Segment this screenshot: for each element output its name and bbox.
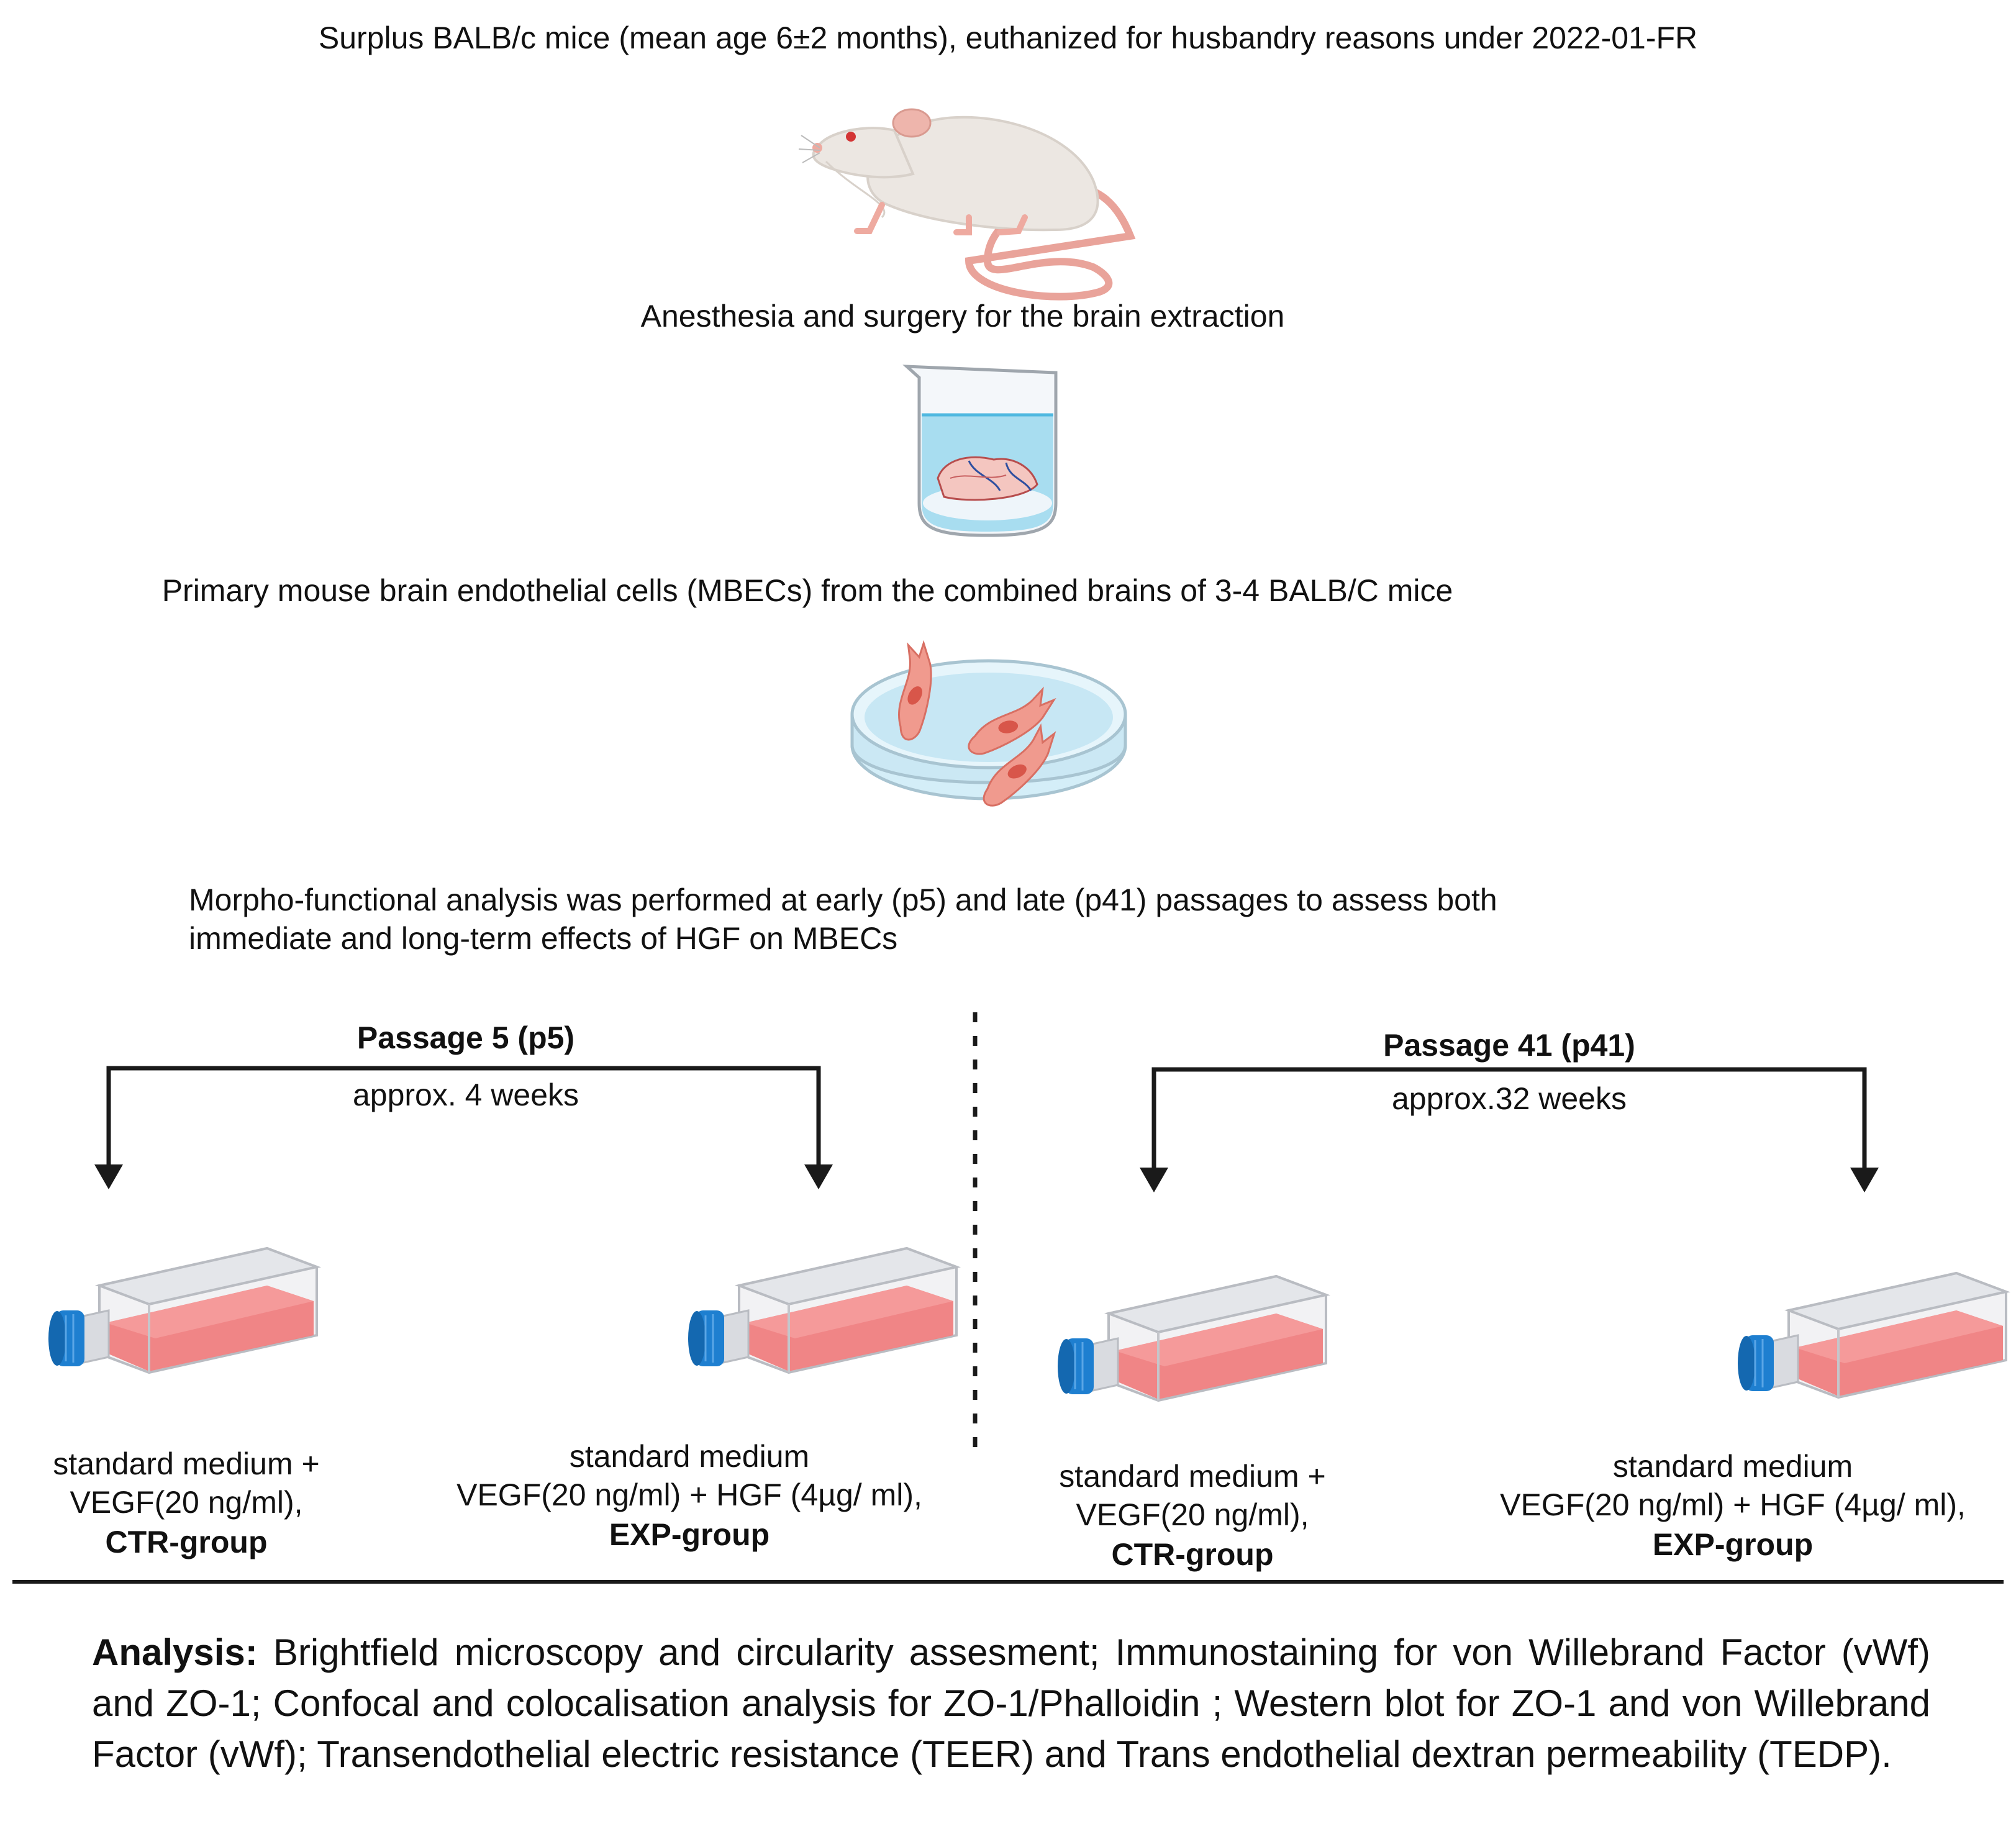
analysis-heading: Analysis: (92, 1631, 258, 1673)
beaker-brain-icon (902, 365, 1058, 537)
step-surgery: Anesthesia and surgery for the brain ext… (640, 299, 1285, 334)
branch-p5-bracket (106, 1066, 821, 1168)
step-analysis-line1: Morpho-functional analysis was performed… (189, 883, 1497, 917)
analysis-body: Brightfield microscopy and circularity a… (92, 1631, 1930, 1775)
branch-p5-title: Passage 5 (p5) (356, 1020, 575, 1055)
group-label: EXP-group (1652, 1527, 1814, 1562)
group-line2: VEGF(20 ng/ml), (1076, 1497, 1309, 1532)
branch-p41-bracket (1151, 1067, 1867, 1171)
group-line2: VEGF(20 ng/ml) + HGF (4µg/ ml), (1500, 1487, 1966, 1522)
arrow-down-icon (94, 1164, 123, 1189)
culture-flask-icon (1737, 1272, 2007, 1399)
culture-flask-icon (687, 1247, 958, 1374)
group-line1: standard medium (569, 1439, 810, 1474)
petri-dish-icon (850, 636, 1127, 810)
culture-flask-icon (1056, 1275, 1327, 1402)
group-label: CTR-group (105, 1525, 268, 1559)
step-cells: Primary mouse brain endothelial cells (M… (161, 573, 1453, 608)
group-line1: standard medium + (53, 1446, 320, 1481)
arrow-down-icon (1140, 1168, 1168, 1192)
arrow-down-icon (804, 1164, 833, 1189)
group-label: EXP-group (609, 1517, 770, 1552)
culture-flask-icon (47, 1247, 318, 1374)
group-line2: VEGF(20 ng/ml), (70, 1485, 303, 1520)
arrow-down-icon (1850, 1168, 1879, 1192)
branch-p41-title: Passage 41 (p41) (1383, 1028, 1635, 1063)
step-source: Surplus BALB/c mice (mean age 6±2 months… (318, 20, 1698, 55)
mouse-icon (798, 108, 1136, 301)
branch-p5-duration: approx. 4 weeks (352, 1078, 579, 1112)
step-analysis-line2: immediate and long-term effects of HGF o… (189, 921, 898, 956)
group-label: CTR-group (1111, 1537, 1274, 1572)
analysis-summary: Analysis: Brightfield microscopy and cir… (92, 1627, 1930, 1780)
group-line2: VEGF(20 ng/ml) + HGF (4µg/ ml), (456, 1477, 922, 1512)
group-line1: standard medium + (1059, 1459, 1326, 1494)
branch-p41-duration: approx.32 weeks (1391, 1081, 1627, 1116)
group-line1: standard medium (1612, 1449, 1853, 1484)
